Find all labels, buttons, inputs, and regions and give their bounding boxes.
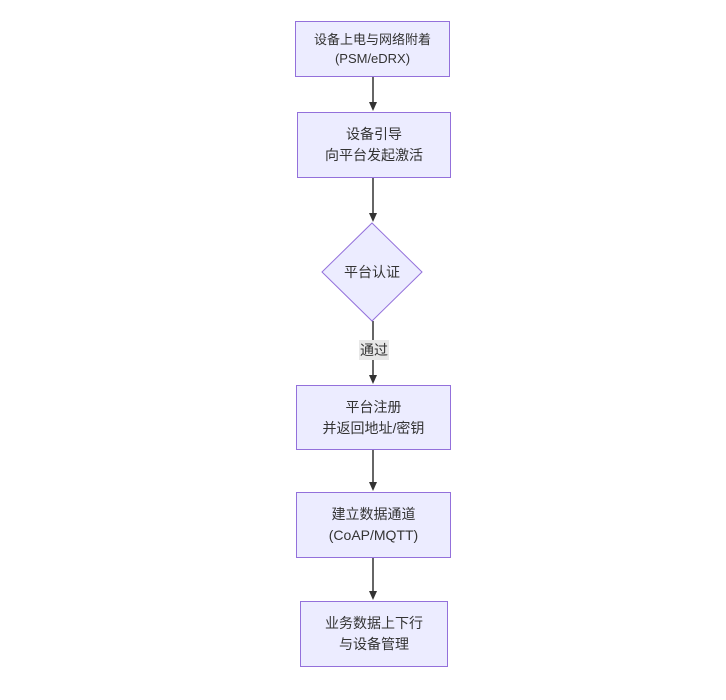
node-bootstrap: 设备引导 向平台发起激活 bbox=[297, 112, 451, 178]
decision-diamond-shape bbox=[321, 222, 423, 322]
node-decision-label: 平台认证 bbox=[344, 264, 400, 280]
node-business-line1: 业务数据上下行 bbox=[325, 615, 423, 631]
node-register-line2: 并返回地址/密钥 bbox=[322, 419, 425, 436]
node-business-line2: 与设备管理 bbox=[339, 636, 409, 652]
node-register-line1: 平台注册 bbox=[345, 398, 402, 415]
node-business: 业务数据上下行 与设备管理 bbox=[300, 601, 448, 667]
node-channel: 建立数据通道 (CoAP/MQTT) bbox=[296, 492, 451, 558]
node-power-on-line2: (PSM/eDRX) bbox=[334, 51, 411, 66]
node-bootstrap-line1: 设备引导 bbox=[346, 126, 402, 142]
edge-label-pass: 通过 bbox=[359, 340, 389, 360]
node-register: 平台注册 并返回地址/密钥 bbox=[296, 385, 451, 450]
node-channel-line2: (CoAP/MQTT) bbox=[328, 527, 419, 543]
node-channel-line1: 建立数据通道 bbox=[331, 506, 416, 522]
node-power-on-line1: 设备上电与网络附着 bbox=[313, 32, 431, 47]
node-bootstrap-line2: 向平台发起激活 bbox=[325, 147, 423, 163]
node-power-on: 设备上电与网络附着 (PSM/eDRX) bbox=[295, 21, 450, 77]
